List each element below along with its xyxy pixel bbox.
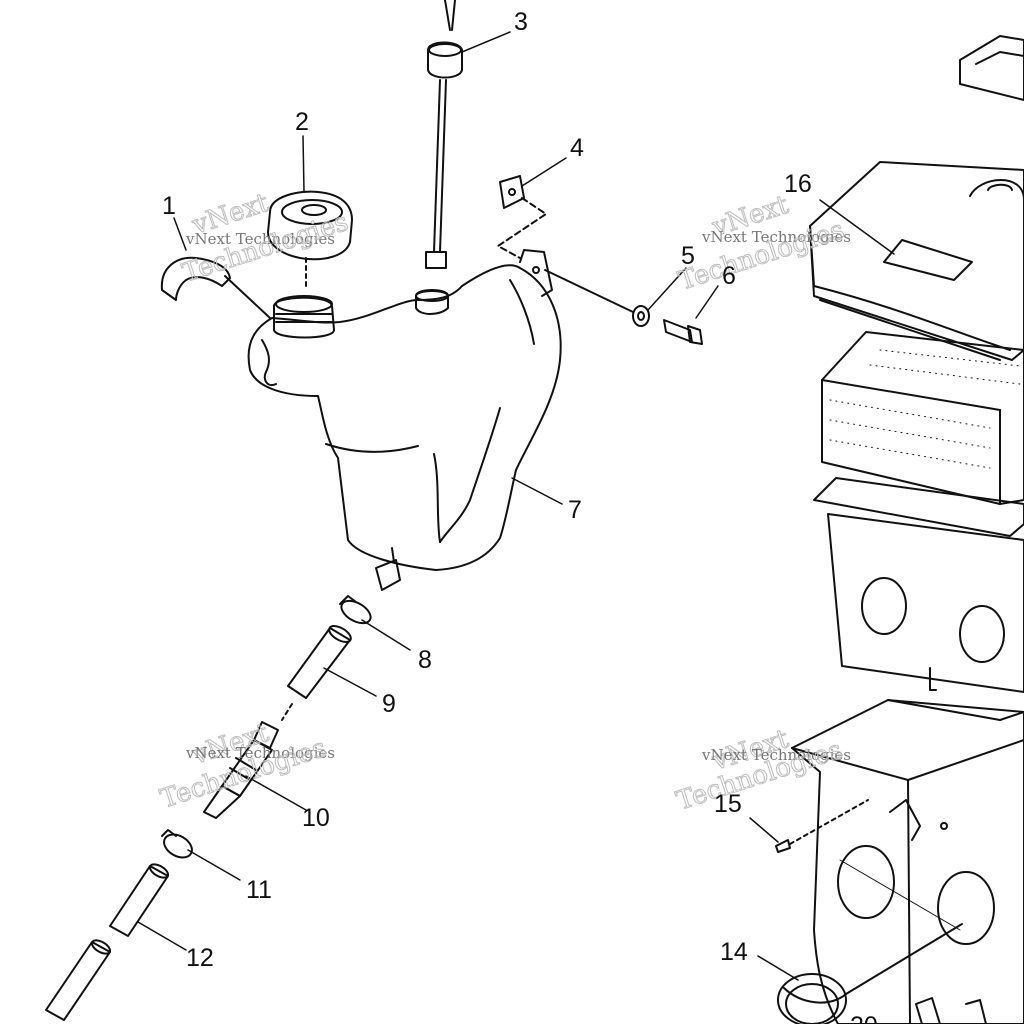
bottom-clip — [915, 997, 987, 1025]
airbox-plate — [827, 513, 1024, 693]
watermark-bottom-left: vNext vNext Technologies Technologies — [156, 717, 335, 815]
hose-clamp-upper — [339, 595, 372, 625]
airbox-top-foam — [959, 35, 1024, 101]
callout-2: 2 — [295, 108, 309, 136]
filler-cap — [267, 190, 353, 291]
mounting-clip — [497, 175, 547, 259]
callout-1: 1 — [162, 192, 176, 220]
callout-12: 12 — [186, 944, 214, 972]
callout-16: 16 — [784, 170, 812, 198]
vent-hose — [160, 256, 271, 319]
washer — [632, 305, 650, 327]
watermark-bottom-right: vNext vNext Technologies Technologies — [672, 723, 851, 817]
airbox-cover — [809, 161, 1024, 361]
callout-20: 20 — [850, 1012, 878, 1024]
callout-6: 6 — [722, 262, 736, 290]
airbox-foam-filter — [821, 331, 1024, 505]
oil-dipstick — [425, 0, 463, 269]
bolt — [544, 269, 703, 345]
callout-7: 7 — [568, 496, 582, 524]
watermark-line2: vNext Technologies — [701, 746, 851, 764]
watermark-line2: vNext Technologies — [185, 744, 335, 762]
callout-8: 8 — [418, 646, 432, 674]
callout-4: 4 — [570, 134, 584, 162]
watermark-line2: vNext Technologies — [185, 230, 335, 248]
callout-5: 5 — [681, 242, 695, 270]
callout-numbers: 1 2 3 4 5 6 7 8 9 10 11 12 14 15 16 20 — [162, 8, 878, 1029]
watermark-top-left: vNext vNext Technologies Technologies — [178, 187, 352, 289]
watermark-line2: vNext Technologies — [701, 228, 851, 246]
oil-hose-lower — [45, 863, 170, 1021]
callout-3: 3 — [514, 8, 528, 36]
callout-10: 10 — [302, 804, 330, 832]
callout-9: 9 — [382, 690, 396, 718]
callout-14: 14 — [720, 938, 748, 966]
callout-15: 15 — [714, 790, 742, 818]
airbox-lower-housing — [791, 699, 1024, 1025]
callout-11: 11 — [246, 876, 272, 904]
oil-hose-upper — [281, 625, 352, 721]
watermark-group: vNext vNext Technologies Technologies vN… — [156, 187, 851, 817]
inline-oil-filter — [203, 721, 279, 819]
airbox-gasket — [813, 477, 1024, 537]
oil-tank — [247, 249, 562, 591]
leader-lines — [137, 31, 895, 981]
hose-clamp-lower — [161, 829, 193, 859]
intake-boot — [777, 923, 963, 1027]
watermark-top-right: vNext vNext Technologies Technologies — [674, 189, 851, 297]
small-screw — [775, 799, 869, 853]
